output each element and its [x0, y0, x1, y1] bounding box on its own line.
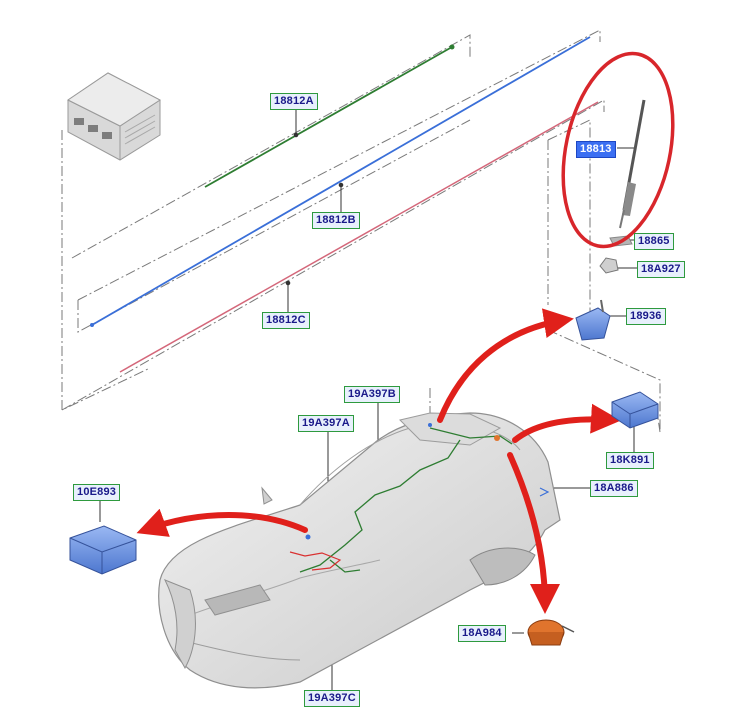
wiring-harness-red — [289, 551, 342, 571]
label-18812C: 18812C — [262, 312, 310, 329]
antenna-mast-icon — [619, 99, 646, 229]
module-left-icon — [69, 525, 137, 575]
label-18813: 18813 — [576, 141, 616, 158]
antenna-adapter-icon — [575, 299, 611, 341]
highlight-circle — [561, 51, 675, 249]
label-18A886: 18A886 — [590, 480, 638, 497]
antenna-wire-blue — [91, 36, 591, 326]
label-18A927: 18A927 — [637, 261, 685, 278]
label-19A397A: 19A397A — [298, 415, 354, 432]
vehicle-body — [158, 412, 561, 689]
speaker-icon — [527, 619, 575, 646]
label-18812B: 18812B — [312, 212, 360, 229]
label-18A984: 18A984 — [458, 625, 506, 642]
label-18865: 18865 — [634, 233, 674, 250]
label-19A397C: 19A397C — [304, 690, 360, 707]
antenna-nut-icon — [599, 257, 619, 274]
label-19A397B: 19A397B — [344, 386, 400, 403]
label-18K891: 18K891 — [606, 452, 654, 469]
label-18936: 18936 — [626, 308, 666, 325]
label-10E893: 10E893 — [73, 484, 121, 501]
location-arrows — [136, 308, 621, 614]
receiver-module-icon — [67, 72, 161, 161]
label-18812A: 18812A — [270, 93, 318, 110]
module-right-icon — [611, 391, 659, 429]
antenna-wire-green — [204, 46, 453, 188]
antenna-wire-red — [119, 101, 599, 373]
guide-lines — [61, 29, 661, 433]
